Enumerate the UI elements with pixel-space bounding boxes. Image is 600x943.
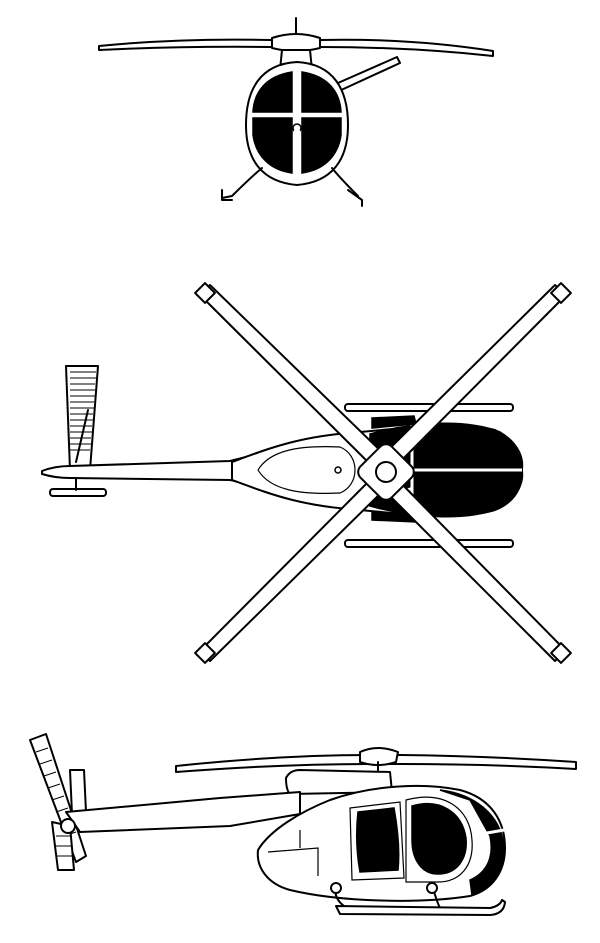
side-ventral-hatching bbox=[56, 835, 72, 857]
side-door-window-rear bbox=[355, 807, 400, 873]
front-windscreen-right-upper bbox=[301, 71, 342, 113]
rotor-blade-nw-tip bbox=[194, 282, 216, 304]
top-view bbox=[41, 282, 572, 664]
side-skid bbox=[335, 899, 506, 916]
top-fin-hatching bbox=[70, 371, 96, 451]
front-skid-left-lower bbox=[221, 189, 233, 201]
rotor-blade-sw-tip bbox=[194, 642, 216, 664]
top-skid-lower bbox=[344, 539, 514, 548]
side-canopy-frame bbox=[469, 828, 505, 838]
top-tail-light bbox=[334, 466, 342, 474]
front-center-post bbox=[294, 130, 300, 158]
top-fin-strut bbox=[75, 409, 89, 463]
side-canopy-nose bbox=[439, 789, 505, 896]
top-rotor-hub-center bbox=[375, 461, 397, 483]
side-tail-rotor-hub bbox=[60, 818, 76, 834]
front-rotor-blade bbox=[98, 38, 494, 57]
rotor-blade-ne-tip bbox=[550, 282, 572, 304]
side-skid-fairing-front bbox=[426, 882, 438, 894]
side-front-door-outline bbox=[405, 796, 473, 883]
side-door-window-front bbox=[411, 803, 467, 875]
front-windscreen-right-lower bbox=[301, 117, 342, 174]
top-horizontal-stab bbox=[49, 488, 107, 497]
side-skid-fairing-rear bbox=[330, 882, 342, 894]
side-upper-fin bbox=[69, 769, 87, 815]
front-windscreen-left-lower bbox=[252, 117, 293, 174]
top-vertical-fin bbox=[65, 365, 99, 471]
front-rotor-hub bbox=[271, 33, 321, 52]
side-rotor-hub bbox=[359, 747, 399, 766]
front-view bbox=[98, 17, 494, 207]
side-view bbox=[29, 733, 577, 916]
front-skid-left bbox=[221, 167, 263, 199]
side-door-outline bbox=[349, 801, 405, 881]
side-tail-boom bbox=[65, 791, 301, 833]
side-engine-cowl bbox=[285, 769, 393, 795]
front-skid-right-lower bbox=[347, 189, 363, 207]
side-engine-detail bbox=[267, 830, 319, 876]
top-tailcone-detail bbox=[257, 446, 356, 494]
front-skid-right bbox=[331, 167, 359, 197]
rotor-blade-se-tip bbox=[550, 642, 572, 664]
front-windscreen-left-upper bbox=[252, 71, 293, 113]
